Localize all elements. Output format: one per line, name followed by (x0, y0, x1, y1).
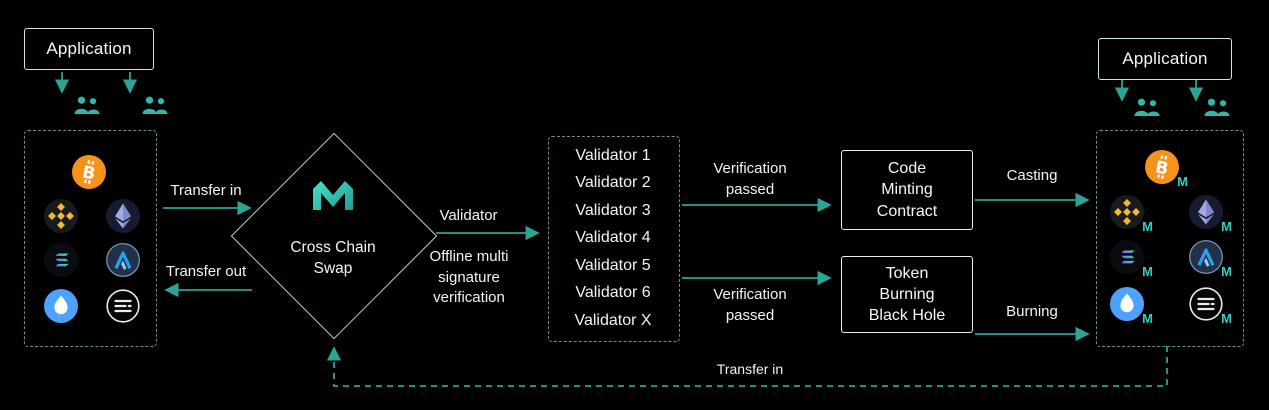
validators-box (548, 136, 680, 342)
users-icon (1132, 97, 1162, 117)
sui-m-icon: M (1110, 287, 1153, 326)
validator-label: Validator (439, 207, 498, 224)
m-badge: M (1221, 311, 1232, 326)
bitcoin-m-icon: B M (1145, 150, 1188, 189)
burning-label: Burning (1006, 303, 1058, 320)
ethereum-icon (106, 199, 140, 233)
transfer-out-label: Transfer out (165, 263, 247, 280)
application-box-left: Application (24, 28, 154, 70)
arbitrum-m-icon: M (1189, 240, 1232, 279)
validator-item: Validator 3 (575, 201, 651, 219)
verification-passed-bottom-label: Verification passed (713, 286, 787, 324)
validators-list: Validator 1 Validator 2 Validator 3 Vali… (548, 136, 678, 340)
validator-item: Validator 6 (575, 284, 651, 301)
verification-passed-top-label: Verification passed (713, 160, 787, 198)
validator-item: Validator 5 (575, 256, 651, 274)
users-icon (140, 95, 170, 115)
bnb-m-icon: M (1110, 195, 1153, 234)
transfer-in-label: Transfer in (170, 182, 242, 199)
m-badge: M (1221, 264, 1232, 279)
validator-item: Validator 1 (575, 146, 651, 164)
m-badge: M (1221, 219, 1232, 234)
swap-title: Cross Chain Swap (290, 239, 376, 278)
casting-label: Casting (1006, 167, 1058, 184)
offline-verification-label: Offline multi signature verification (429, 248, 509, 307)
burning-contract-box: Token Burning Black Hole (841, 256, 973, 333)
m-badge: M (1177, 174, 1188, 189)
bitcoin-icon: B (72, 155, 106, 189)
m-badge: M (1142, 311, 1153, 326)
minting-contract-box: Code Minting Contract (841, 150, 973, 230)
sui-icon (44, 289, 78, 323)
m-logo (310, 180, 356, 210)
validator-item: Validator 4 (575, 229, 651, 246)
validator-item: Validator X (574, 311, 652, 329)
m-badge: M (1142, 219, 1153, 234)
application-label-left: Application (46, 39, 132, 58)
solana-m-icon: M (1110, 240, 1153, 279)
arbitrum-icon (106, 243, 140, 277)
svg-text:B: B (81, 163, 97, 185)
validator-item: Validator 2 (575, 174, 651, 191)
striped-token-m-icon: M (1189, 287, 1232, 326)
chains-box-left (24, 130, 157, 347)
users-icon (72, 95, 102, 115)
bnb-icon (44, 199, 78, 233)
ethereum-m-icon: M (1189, 195, 1232, 234)
svg-text:B: B (1154, 158, 1170, 180)
application-box-right: Application (1098, 38, 1232, 80)
users-icon (1202, 97, 1232, 117)
m-badge: M (1142, 264, 1153, 279)
chains-box-right (1096, 130, 1244, 347)
striped-token-icon (106, 289, 140, 323)
transfer-in-bottom-dashed-arrow (326, 346, 1168, 387)
transfer-in-bottom-label: Transfer in (716, 361, 784, 377)
application-label-right: Application (1122, 49, 1208, 68)
solana-icon (44, 243, 78, 277)
